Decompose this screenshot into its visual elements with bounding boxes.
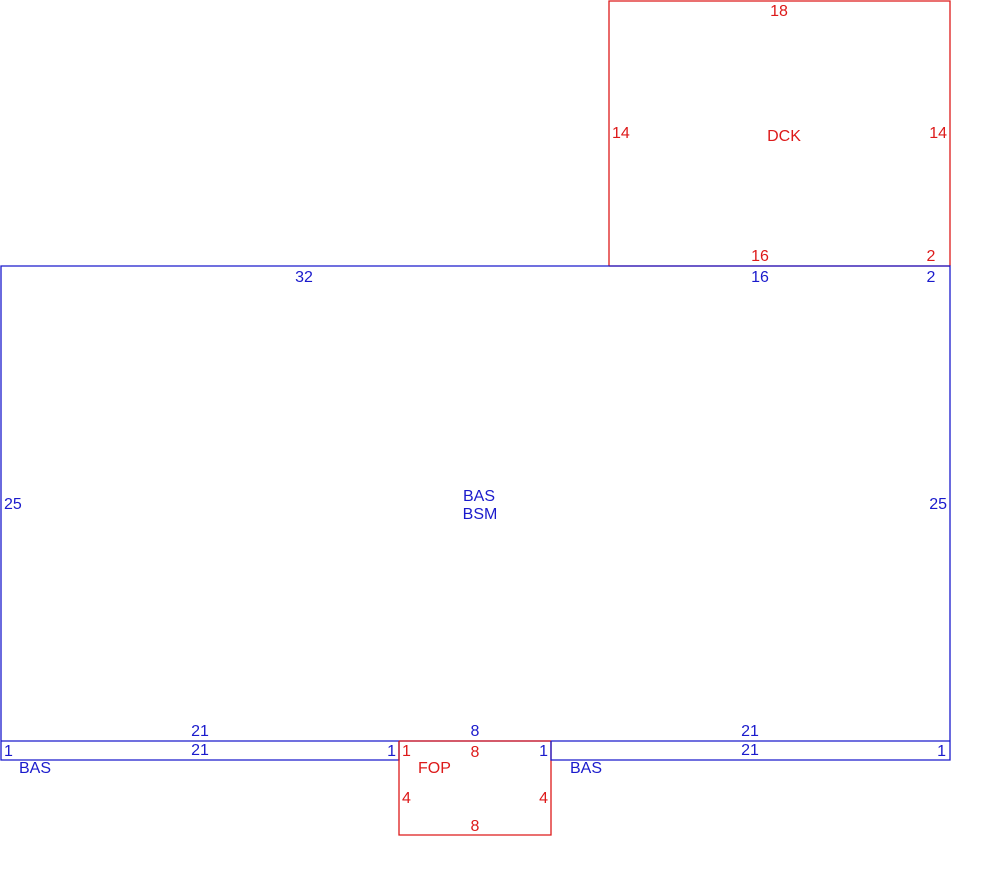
- main-bottom-left-dimension: 21: [191, 723, 209, 740]
- porch-label: FOP: [418, 760, 451, 777]
- deck-area: 18 14 14 DCK 16 2: [608, 0, 951, 267]
- deck-label: DCK: [767, 128, 801, 145]
- right-strip-end-dimension: 1: [937, 743, 946, 760]
- main-left-dimension: 25: [4, 496, 22, 513]
- main-bottom-mid-dimension: 8: [471, 723, 480, 740]
- main-area-outline: [0, 265, 951, 741]
- main-area-label: BAS: [463, 488, 495, 505]
- main-top-dimension: 32: [295, 269, 313, 286]
- right-strip-label: BAS: [570, 760, 602, 777]
- main-bottom-right-dimension: 21: [741, 723, 759, 740]
- deck-right-dimension: 14: [929, 125, 947, 142]
- left-strip-right-end-dimension: 1: [387, 743, 396, 760]
- left-strip-end-dimension: 1: [4, 743, 13, 760]
- porch-right-dimension: 4: [539, 790, 548, 807]
- porch-bottom-dimension: 8: [471, 818, 480, 835]
- right-strip-outline: [550, 741, 951, 761]
- main-right-dimension: 25: [929, 496, 947, 513]
- deck-outline: [608, 0, 951, 266]
- porch-top-dimension: 8: [471, 744, 480, 761]
- left-strip-label: BAS: [19, 760, 51, 777]
- deck-top-dimension: 18: [770, 3, 788, 20]
- right-strip-length-dimension: 21: [741, 742, 759, 759]
- main-top-right-dimension-b: 2: [927, 269, 936, 286]
- deck-bottom-small-dimension: 2: [927, 248, 936, 265]
- deck-bottom-dimension: 16: [751, 248, 769, 265]
- porch-outline: [398, 741, 552, 836]
- left-strip-length-dimension: 21: [191, 742, 209, 759]
- right-strip-area: 1 21 1 BAS: [539, 741, 951, 777]
- porch-left-end-dimension: 1: [402, 743, 411, 760]
- right-strip-left-end-dimension: 1: [539, 743, 548, 760]
- main-area-sub-label: BSM: [463, 506, 498, 523]
- main-top-right-dimension-a: 16: [751, 269, 769, 286]
- porch-left-dimension: 4: [402, 790, 411, 807]
- left-strip-area: 1 21 1 BAS: [0, 741, 400, 777]
- porch-area: 1 8 FOP 4 4 8: [398, 740, 552, 836]
- main-living-area: 32 16 2 25 25 BAS BSM 21 8 21: [0, 265, 951, 742]
- deck-left-dimension: 14: [612, 125, 630, 142]
